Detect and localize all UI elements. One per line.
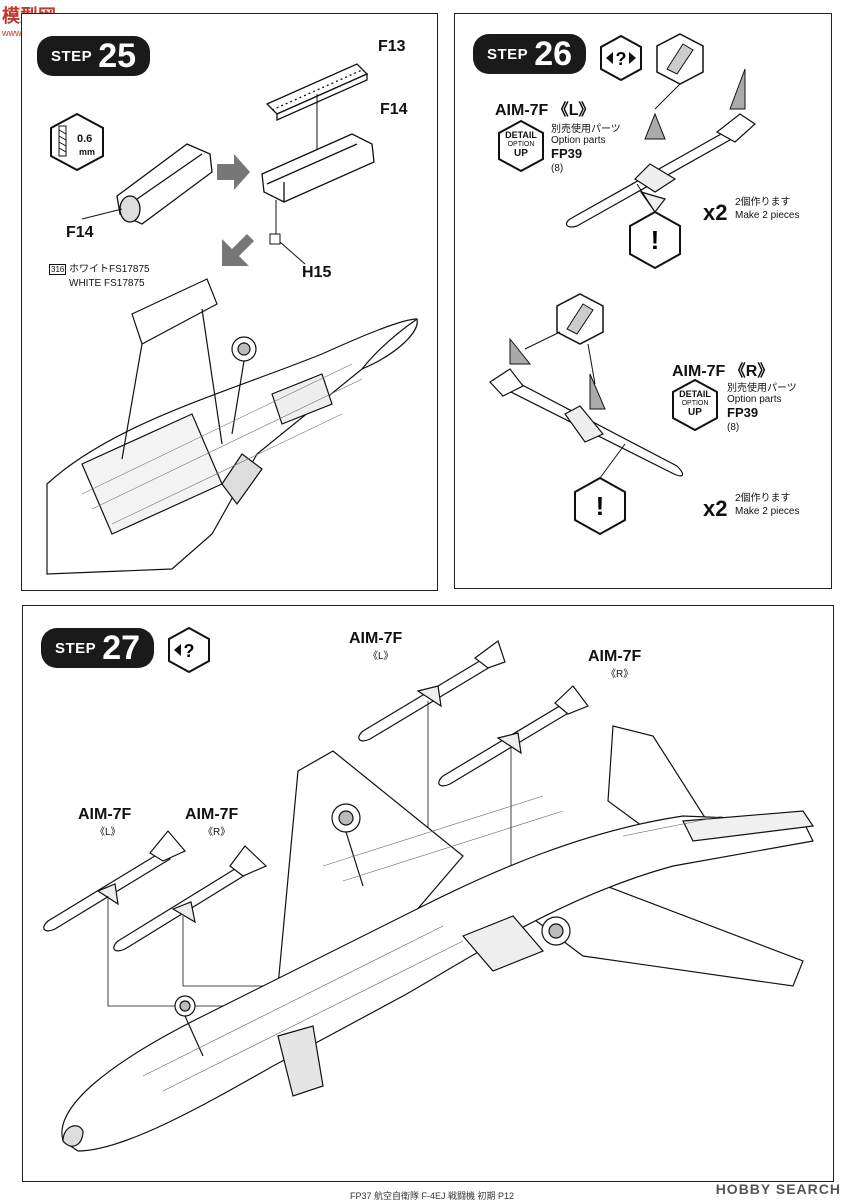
warning-icon: ! xyxy=(629,210,681,270)
aim7f-l-label: AIM-7F 《L》 xyxy=(495,102,595,119)
step-word: STEP xyxy=(51,47,93,65)
m4-name: AIM-7F xyxy=(185,806,239,823)
svg-text:?: ? xyxy=(184,641,195,661)
step25-illustration xyxy=(46,63,418,575)
detail-up-icon xyxy=(498,119,544,173)
step25-panel: STEP 25 0.6 mm F13 F14 F14 H15 316 ホワイトF… xyxy=(21,13,438,591)
paint-code-box: 316 xyxy=(49,264,67,275)
part-f13-label: F13 xyxy=(378,38,406,55)
drill-size-icon xyxy=(50,112,104,172)
m4-side: 《R》 xyxy=(203,827,231,838)
step26-badge: STEP 26 xyxy=(473,34,587,74)
option-part-number: FP39 xyxy=(551,146,583,161)
detail-up-line1-2: DETAIL xyxy=(679,389,711,399)
step26-panel: STEP 26 ? AIM-7F 《L》 DETAIL OPTION UP 別売… xyxy=(454,13,832,589)
arrow-right-icon xyxy=(217,154,250,190)
fin-drawing-3 xyxy=(509,337,532,365)
arrow-down-left-icon xyxy=(222,234,254,266)
part-f14-top-drawing xyxy=(261,133,375,203)
detail-up-icon-2 xyxy=(672,378,718,432)
part-f14-left-drawing xyxy=(116,143,213,225)
option-part-number-2: FP39 xyxy=(727,405,759,420)
make-count-en-2: Make 2 pieces xyxy=(735,506,800,517)
fin-drawing-4 xyxy=(589,373,606,410)
step-word: STEP xyxy=(55,639,97,657)
option-parts-en-2: Option parts xyxy=(727,394,782,405)
option-parts-en: Option parts xyxy=(551,135,606,146)
make-count-jp: 2個作ります xyxy=(735,197,791,208)
step-number: 25 xyxy=(98,36,137,75)
m1-side: 《L》 xyxy=(368,651,394,662)
missile-1-drawing xyxy=(358,655,496,742)
step-number: 27 xyxy=(102,628,141,667)
footer-caption: FP37 航空自衛隊 F-4EJ 戦闘機 初期 P12 xyxy=(350,1191,515,1201)
svg-text:!: ! xyxy=(651,225,660,255)
step25-badge: STEP 25 xyxy=(37,36,151,76)
detail-up-line3-2: UP xyxy=(688,407,702,418)
detail-up-text-2: DETAIL OPTION UP xyxy=(671,389,719,418)
drill-size-unit: mm xyxy=(79,147,96,157)
fin-drawing-2 xyxy=(729,68,746,110)
part-f14-left-label: F14 xyxy=(66,224,94,241)
footer-brand: HOBBY SEARCH xyxy=(715,1181,841,1197)
missile-r-drawing xyxy=(489,368,684,477)
m3-side: 《L》 xyxy=(95,827,121,838)
step27-panel: STEP 27 ? AIM-7F 《L》 AIM-7F 《R》 AIM-7F 《… xyxy=(22,605,834,1182)
option-part-qty: (8) xyxy=(551,163,564,174)
m1-name: AIM-7F xyxy=(349,630,403,647)
aim7f-r-label: AIM-7F 《R》 xyxy=(672,363,774,380)
option-parts-jp: 別売使用パーツ xyxy=(551,124,621,135)
m2-side: 《R》 xyxy=(606,669,634,680)
paint-name-en: WHITE FS17875 xyxy=(69,278,145,289)
make-count-jp-2: 2個作ります xyxy=(735,493,791,504)
make-count: x2 xyxy=(703,200,728,225)
detail-up-text: DETAIL OPTION UP xyxy=(497,130,545,159)
step26-illustration: ! ! xyxy=(489,33,756,536)
m3-name: AIM-7F xyxy=(78,806,132,823)
part-f14-top-label: F14 xyxy=(380,101,408,118)
drill-size-value: 0.6 xyxy=(77,133,93,145)
svg-text:!: ! xyxy=(596,491,605,521)
fin-drawing xyxy=(644,112,666,140)
step-number: 26 xyxy=(534,34,573,73)
svg-text:?: ? xyxy=(616,49,627,69)
make-count-en: Make 2 pieces xyxy=(735,210,800,221)
part-h15-drawing xyxy=(269,233,281,245)
option-choice-icon: ? xyxy=(600,34,642,82)
option-parts-jp-2: 別売使用パーツ xyxy=(727,383,797,394)
detail-up-line1: DETAIL xyxy=(505,130,537,140)
part-h15-label: H15 xyxy=(302,264,332,281)
fin-part-icon-2 xyxy=(556,293,604,345)
m2-name: AIM-7F xyxy=(588,648,642,665)
fin-part-icon xyxy=(656,33,704,85)
part-f13-drawing xyxy=(265,63,369,122)
option-part-qty-2: (8) xyxy=(727,422,740,433)
step-word: STEP xyxy=(487,45,529,63)
detail-up-line3: UP xyxy=(514,148,528,159)
option-choice-icon-2: ? xyxy=(168,626,210,674)
paint-name-jp: ホワイトFS17875 xyxy=(69,264,150,275)
detail-up-line2: OPTION xyxy=(507,141,535,148)
aircraft-fuselage-drawing xyxy=(46,278,418,575)
make-count-2: x2 xyxy=(703,496,728,521)
aircraft-drawing xyxy=(61,725,815,1152)
step27-illustration xyxy=(43,640,815,1152)
missile-l-drawing xyxy=(565,113,756,228)
step27-badge: STEP 27 xyxy=(41,628,155,668)
detail-up-line2-2: OPTION xyxy=(681,400,709,407)
warning-icon-2: ! xyxy=(574,476,626,536)
